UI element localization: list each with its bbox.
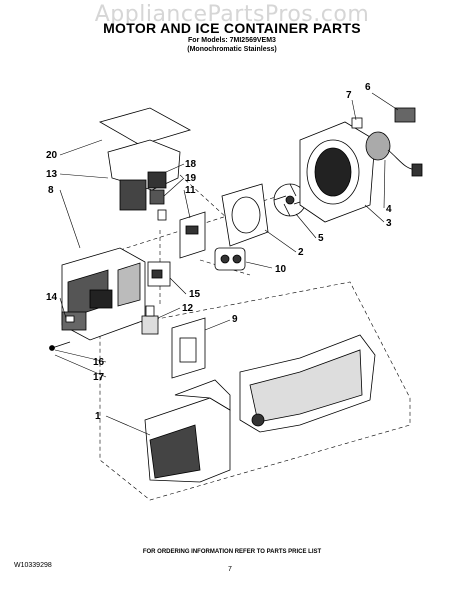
callout-11: 11 [185, 185, 196, 196]
watermark: AppliancePartsPros.com [94, 2, 370, 27]
page-title: MOTOR AND ICE CONTAINER PARTS [103, 20, 361, 36]
part-11-bracket [179, 211, 206, 259]
callout-6: 6 [365, 82, 371, 93]
callouts: 1 2 3 4 5 6 7 8 9 10 11 12 13 14 15 16 1… [46, 82, 392, 422]
document-number: W10339298 [14, 562, 52, 569]
models-line: For Models: 7MI2569VEM3 [188, 37, 276, 44]
part-12-pin [141, 305, 159, 335]
part-3-motor-housing [299, 121, 376, 223]
part-9-cover-plate [171, 317, 206, 379]
part-13-housing-cover [107, 139, 181, 211]
part-19-connector [149, 189, 167, 221]
callout-18: 18 [185, 159, 197, 170]
callout-12: 12 [182, 303, 194, 314]
finish-line: (Monochromatic Stainless) [187, 46, 277, 53]
callout-14: 14 [46, 292, 58, 303]
callout-9: 9 [232, 314, 238, 325]
page-number: 7 [228, 566, 232, 573]
callout-17: 17 [93, 372, 105, 383]
callout-1: 1 [95, 411, 101, 422]
part-6-7-clips [351, 107, 416, 129]
part-20-gasket [98, 107, 192, 146]
model-info: For Models: 7MI2569VEM3 (Monochromatic S… [0, 36, 464, 54]
callout-13: 13 [46, 169, 58, 180]
part-16-17-screws [49, 341, 71, 351]
callout-16: 16 [93, 357, 105, 368]
assembly-outline [99, 281, 411, 501]
callout-7: 7 [346, 90, 352, 101]
part-4-motor [365, 131, 423, 177]
callout-20: 20 [46, 150, 58, 161]
part-5-fan-blade [273, 183, 307, 217]
callout-leaders [54, 92, 399, 436]
ice-tray-assembly [239, 334, 376, 433]
part-1-ice-container [144, 379, 231, 483]
callout-5: 5 [318, 233, 324, 244]
part-2-fan-shroud [221, 183, 269, 247]
callout-2: 2 [298, 247, 304, 258]
part-15-actuator [147, 261, 171, 287]
callout-3: 3 [386, 218, 392, 229]
callout-8: 8 [48, 185, 54, 196]
part-10-motor-bracket [214, 247, 246, 271]
callout-19: 19 [185, 173, 197, 184]
callout-15: 15 [189, 289, 201, 300]
ordering-note: FOR ORDERING INFORMATION REFER TO PARTS … [142, 549, 322, 555]
callout-4: 4 [386, 204, 392, 215]
callout-10: 10 [275, 264, 287, 275]
part-14-switch [61, 311, 87, 331]
